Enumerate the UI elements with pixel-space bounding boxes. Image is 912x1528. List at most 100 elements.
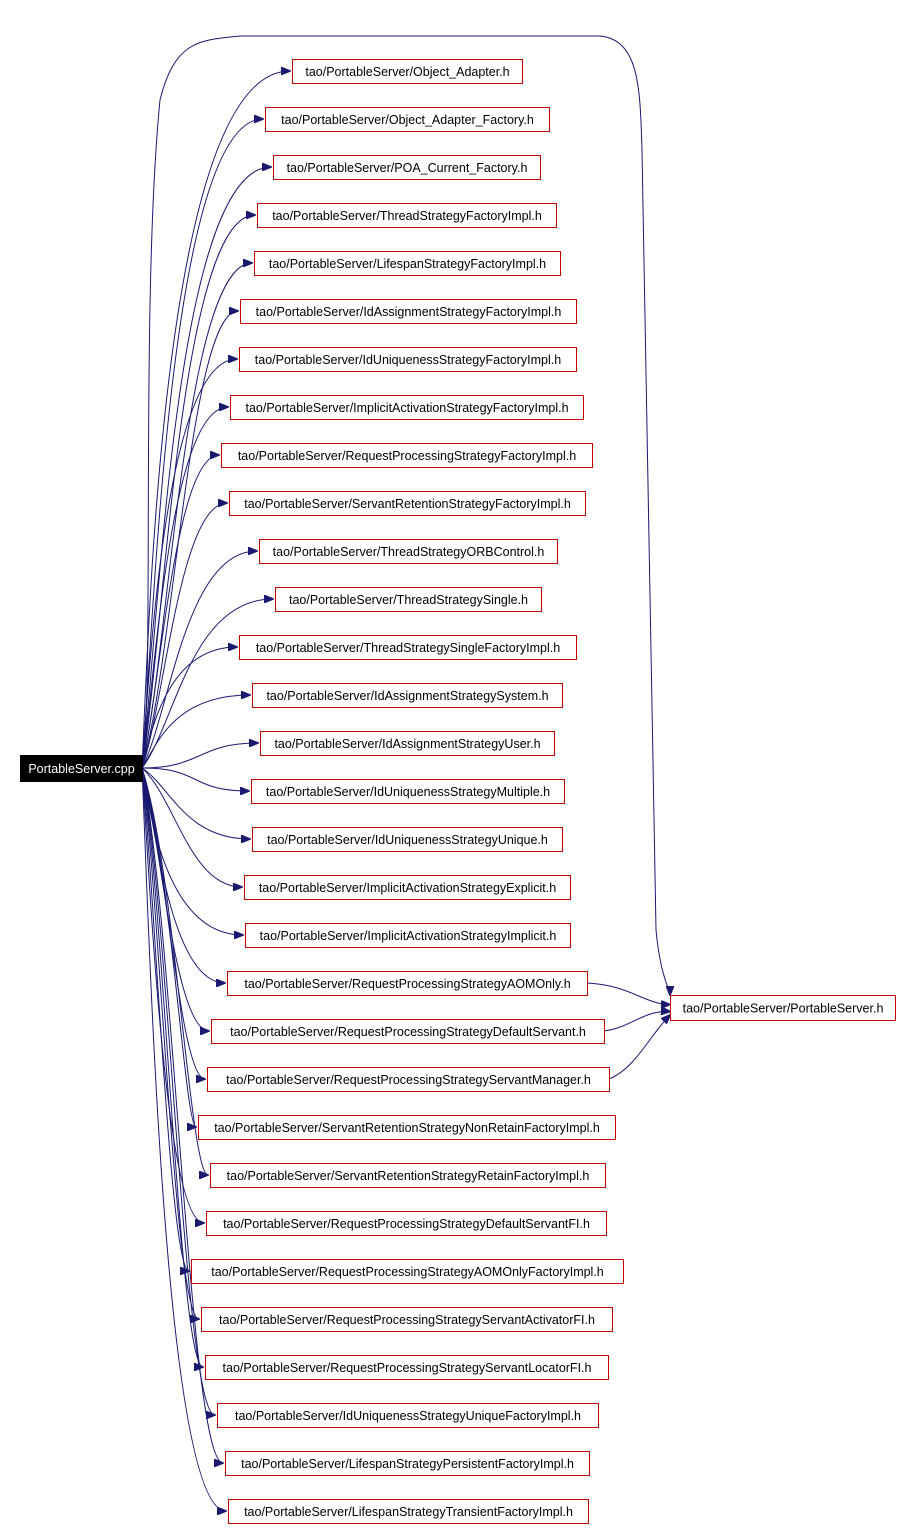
edge-to-include-21 [141,767,209,1031]
include-node-11[interactable]: tao/PortableServer/ThreadStrategyORBCont… [259,539,558,564]
include-node-28-label: tao/PortableServer/RequestProcessingStra… [223,1361,592,1375]
include-node-4[interactable]: tao/PortableServer/ThreadStrategyFactory… [257,203,557,228]
include-node-14-label: tao/PortableServer/IdAssignmentStrategyS… [266,689,548,703]
edge-to-include-22 [141,767,205,1079]
include-node-25-box [206,1211,607,1236]
include-node-10-box [229,491,586,516]
include-node-31-label: tao/PortableServer/LifespanStrategyTrans… [244,1505,573,1519]
edge-to-include-30 [141,767,223,1463]
include-node-6[interactable]: tao/PortableServer/IdAssignmentStrategyF… [240,299,577,324]
include-node-12[interactable]: tao/PortableServer/ThreadStrategySingle.… [275,587,542,612]
include-node-3[interactable]: tao/PortableServer/POA_Current_Factory.h [273,155,541,180]
edge-to-include-9 [141,455,219,769]
include-node-10[interactable]: tao/PortableServer/ServantRetentionStrat… [229,491,586,516]
edge-to-include-3 [141,167,271,769]
hub-node-box [670,995,896,1021]
include-node-10-label: tao/PortableServer/ServantRetentionStrat… [244,497,571,511]
edge-to-include-23 [141,767,196,1127]
include-node-15-box [260,731,555,756]
file-nodes: PortableServer.cpp tao/PortableServer/Obj… [20,59,896,1524]
edge-to-include-26 [141,767,189,1271]
include-node-23[interactable]: tao/PortableServer/ServantRetentionStrat… [198,1115,616,1140]
hub-node[interactable]: tao/PortableServer/PortableServer.h [670,995,896,1021]
include-node-17-label: tao/PortableServer/IdUniquenessStrategyU… [267,833,548,847]
include-node-9-box [221,443,593,468]
include-node-27[interactable]: tao/PortableServer/RequestProcessingStra… [201,1307,613,1332]
edge-to-include-14 [141,695,250,769]
include-node-14-box [252,683,563,708]
include-node-21[interactable]: tao/PortableServer/RequestProcessingStra… [211,1019,605,1044]
edge-include-22-to-hub [608,1015,670,1080]
include-node-13-label: tao/PortableServer/ThreadStrategySingleF… [256,641,560,655]
hub-node-label: tao/PortableServer/PortableServer.h [683,1002,884,1016]
edge-to-include-28 [141,767,203,1367]
include-node-15[interactable]: tao/PortableServer/IdAssignmentStrategyU… [260,731,555,756]
include-node-12-box [275,587,542,612]
include-node-18-label: tao/PortableServer/ImplicitActivationStr… [259,881,556,895]
include-node-25-label: tao/PortableServer/RequestProcessingStra… [223,1217,590,1231]
include-node-9[interactable]: tao/PortableServer/RequestProcessingStra… [221,443,593,468]
edge-to-include-27 [141,767,199,1319]
include-node-20[interactable]: tao/PortableServer/RequestProcessingStra… [227,971,588,996]
include-node-17-box [252,827,563,852]
edge-to-include-2 [141,119,263,769]
include-node-11-box [259,539,558,564]
include-node-7[interactable]: tao/PortableServer/IdUniquenessStrategyF… [239,347,577,372]
edge-to-include-17 [141,767,250,839]
include-node-31[interactable]: tao/PortableServer/LifespanStrategyTrans… [228,1499,589,1524]
include-node-20-box [227,971,588,996]
include-node-6-box [240,299,577,324]
root-node-label: PortableServer.cpp [28,762,134,776]
include-node-24-label: tao/PortableServer/ServantRetentionStrat… [227,1169,590,1183]
include-node-24[interactable]: tao/PortableServer/ServantRetentionStrat… [210,1163,606,1188]
include-node-13-box [239,635,577,660]
include-node-1-box [292,59,523,84]
root-node[interactable]: PortableServer.cpp [20,755,143,782]
edge-include-20-to-hub [586,982,670,1005]
include-node-26-box [191,1259,624,1284]
edge-to-include-18 [141,767,242,887]
include-node-22-box [207,1067,610,1092]
include-node-23-box [198,1115,616,1140]
include-node-7-label: tao/PortableServer/IdUniquenessStrategyF… [255,353,561,367]
include-node-25[interactable]: tao/PortableServer/RequestProcessingStra… [206,1211,607,1236]
include-node-27-box [201,1307,613,1332]
include-node-28[interactable]: tao/PortableServer/RequestProcessingStra… [205,1355,609,1380]
edge-to-include-31 [141,767,226,1511]
include-node-29-label: tao/PortableServer/IdUniquenessStrategyU… [235,1409,581,1423]
include-node-16-label: tao/PortableServer/IdUniquenessStrategyM… [266,785,550,799]
edge-to-include-11 [141,551,257,769]
edge-to-include-24 [141,767,208,1175]
include-node-22[interactable]: tao/PortableServer/RequestProcessingStra… [207,1067,610,1092]
include-node-19[interactable]: tao/PortableServer/ImplicitActivationStr… [245,923,571,948]
include-node-8-label: tao/PortableServer/ImplicitActivationStr… [245,401,568,415]
include-node-29[interactable]: tao/PortableServer/IdUniquenessStrategyU… [217,1403,599,1428]
include-node-21-box [211,1019,605,1044]
include-node-22-label: tao/PortableServer/RequestProcessingStra… [226,1073,591,1087]
include-node-16[interactable]: tao/PortableServer/IdUniquenessStrategyM… [251,779,565,804]
include-node-17[interactable]: tao/PortableServer/IdUniquenessStrategyU… [252,827,563,852]
include-node-5[interactable]: tao/PortableServer/LifespanStrategyFacto… [254,251,561,276]
include-node-5-label: tao/PortableServer/LifespanStrategyFacto… [269,257,546,271]
include-node-8-box [230,395,584,420]
include-node-1-label: tao/PortableServer/Object_Adapter.h [305,65,509,79]
include-node-9-label: tao/PortableServer/RequestProcessingStra… [238,449,576,463]
edge-to-include-4 [141,215,255,769]
include-node-18-box [244,875,571,900]
include-node-30-label: tao/PortableServer/LifespanStrategyPersi… [241,1457,574,1471]
edge-root-to-hub [141,35,670,995]
root-node-box [20,755,143,782]
include-node-13[interactable]: tao/PortableServer/ThreadStrategySingleF… [239,635,577,660]
include-node-2[interactable]: tao/PortableServer/Object_Adapter_Factor… [265,107,550,132]
edge-to-include-29 [141,767,215,1415]
include-node-18[interactable]: tao/PortableServer/ImplicitActivationStr… [244,875,571,900]
include-node-14[interactable]: tao/PortableServer/IdAssignmentStrategyS… [252,683,563,708]
include-node-26[interactable]: tao/PortableServer/RequestProcessingStra… [191,1259,624,1284]
include-node-28-box [205,1355,609,1380]
include-node-1[interactable]: tao/PortableServer/Object_Adapter.h [292,59,523,84]
include-node-30[interactable]: tao/PortableServer/LifespanStrategyPersi… [225,1451,590,1476]
include-node-8[interactable]: tao/PortableServer/ImplicitActivationStr… [230,395,584,420]
include-node-12-label: tao/PortableServer/ThreadStrategySingle.… [289,593,528,607]
include-node-3-label: tao/PortableServer/POA_Current_Factory.h [287,161,528,175]
